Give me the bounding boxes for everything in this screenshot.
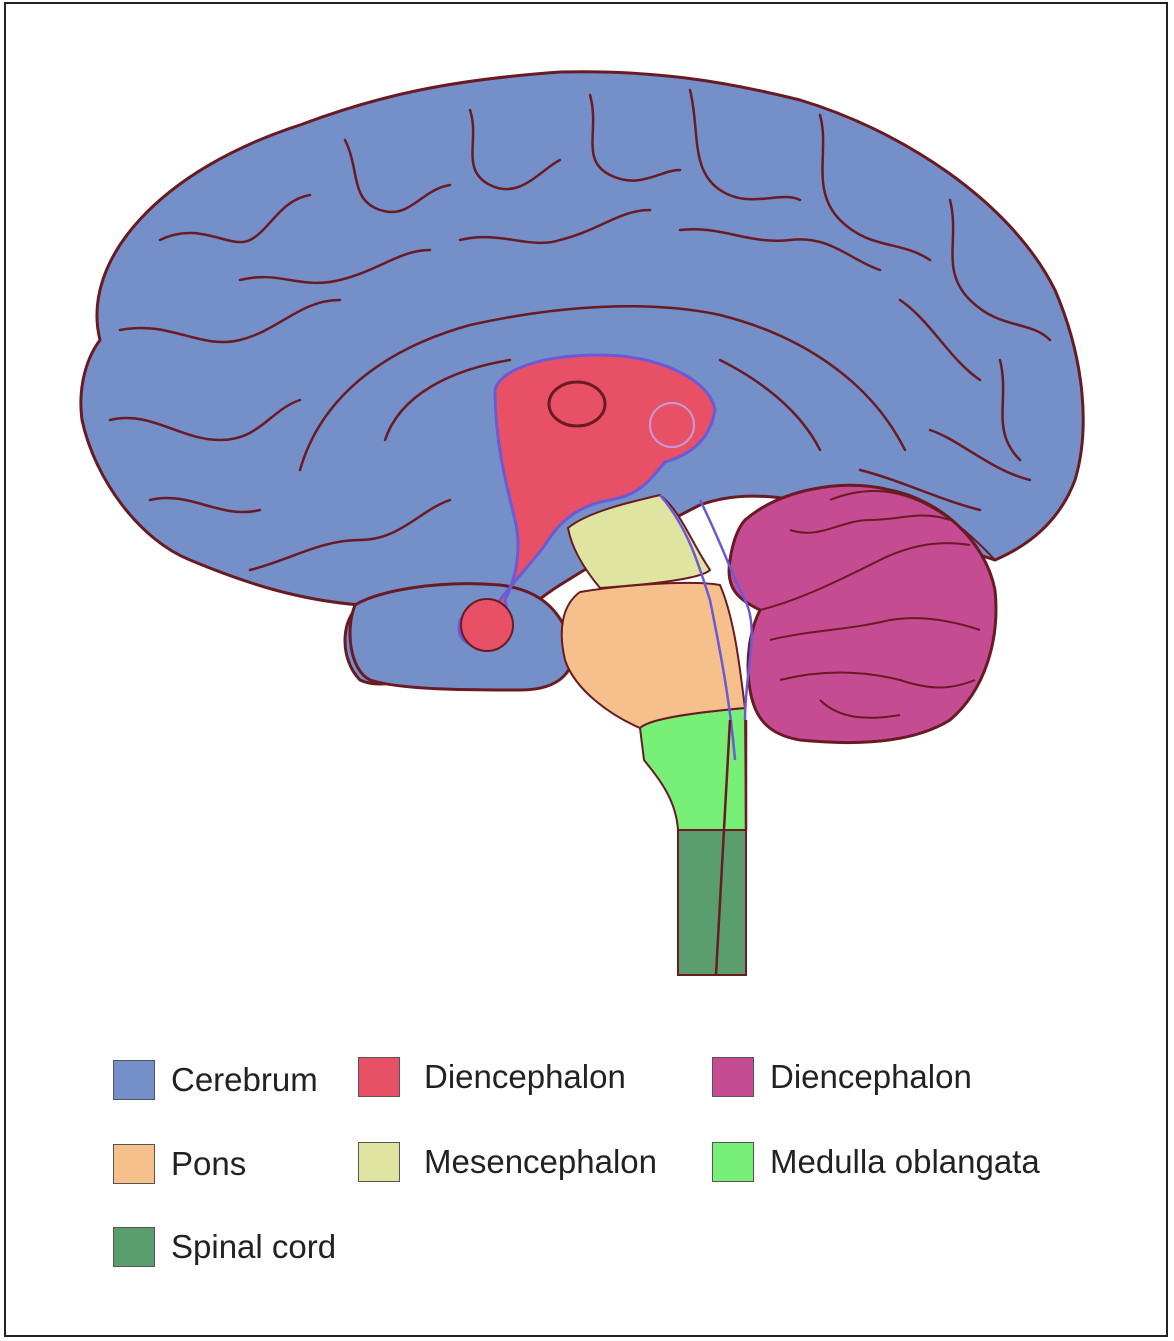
legend-swatch-cerebrum (113, 1060, 155, 1100)
legend-item-diencephalon-red: Diencephalon (358, 1055, 626, 1099)
legend-item-spinal-cord: Spinal cord (113, 1225, 336, 1269)
legend-swatch-medulla-oblongata (712, 1142, 754, 1182)
legend-item-pons: Pons (113, 1142, 246, 1186)
interthalamic-adhesion-oval (549, 382, 605, 426)
pons-region (562, 583, 745, 728)
legend-swatch-diencephalon-red (358, 1057, 400, 1097)
legend-item-cerebrum: Cerebrum (113, 1058, 318, 1102)
legend-label-diencephalon-red: Diencephalon (424, 1058, 626, 1096)
legend-label-pons: Pons (171, 1145, 246, 1183)
legend-label-cerebrum: Cerebrum (171, 1061, 318, 1099)
spinal-cord-region (678, 830, 746, 975)
legend-swatch-mesencephalon (358, 1142, 400, 1182)
legend-swatch-diencephalon-magenta (712, 1057, 754, 1097)
legend-swatch-pons (113, 1144, 155, 1184)
legend-label-diencephalon-magenta: Diencephalon (770, 1058, 972, 1096)
legend-item-medulla-oblongata: Medulla oblangata (712, 1140, 1040, 1184)
pituitary-circle (461, 599, 513, 651)
legend-label-spinal-cord: Spinal cord (171, 1228, 336, 1266)
legend-item-mesencephalon: Mesencephalon (358, 1140, 657, 1184)
legend-label-mesencephalon: Mesencephalon (424, 1143, 657, 1181)
legend-label-medulla-oblongata: Medulla oblangata (770, 1143, 1040, 1181)
legend-item-diencephalon-magenta: Diencephalon (712, 1055, 972, 1099)
legend-swatch-spinal-cord (113, 1227, 155, 1267)
